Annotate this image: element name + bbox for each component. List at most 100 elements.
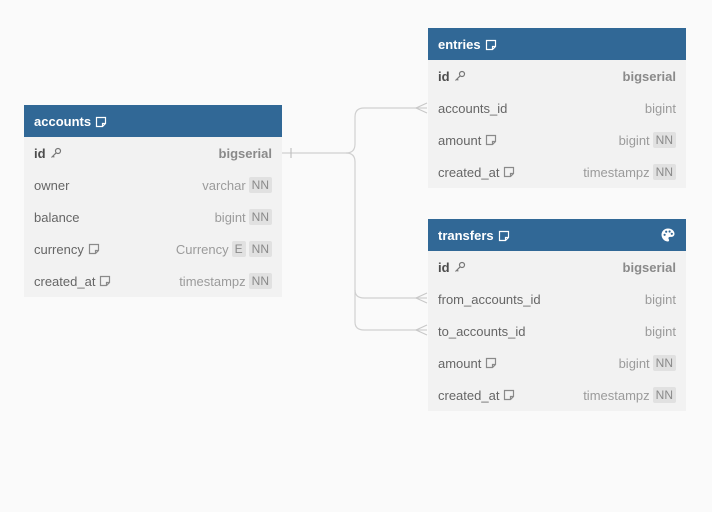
not-null-badge: NN bbox=[652, 132, 676, 148]
column-name-text: to_accounts_id bbox=[438, 323, 526, 339]
enum-badge: E bbox=[231, 241, 246, 257]
column-name: created_at bbox=[34, 274, 111, 289]
column-name-text: balance bbox=[34, 209, 80, 225]
not-null-badge: NN bbox=[652, 355, 676, 371]
column-type-text: bigint bbox=[644, 323, 676, 339]
column-row-accounts-id[interactable]: accounts_id bigint bbox=[428, 92, 686, 124]
note-icon[interactable] bbox=[99, 275, 111, 287]
note-icon[interactable] bbox=[503, 389, 515, 401]
column-type-text: Currency bbox=[175, 241, 229, 257]
not-null-badge: NN bbox=[248, 209, 272, 225]
column-row-id[interactable]: id bigserial bbox=[24, 137, 282, 169]
column-type-text: bigint bbox=[618, 132, 650, 148]
column-type-text: timestampz bbox=[179, 273, 246, 289]
table-title: accounts bbox=[34, 113, 92, 129]
table-header-transfers[interactable]: transfers bbox=[428, 219, 686, 251]
column-type: bigserial bbox=[219, 146, 272, 161]
column-type: bigserial bbox=[623, 69, 676, 84]
table-title: transfers bbox=[438, 227, 494, 243]
not-null-badge: NN bbox=[652, 387, 676, 403]
table-header-accounts[interactable]: accounts bbox=[24, 105, 282, 137]
column-type-text: bigint bbox=[644, 100, 676, 116]
column-name: accounts_id bbox=[438, 101, 507, 116]
column-type-text: varchar bbox=[202, 177, 246, 193]
column-type-text: bigint bbox=[618, 355, 650, 371]
note-icon[interactable] bbox=[498, 228, 510, 243]
column-type-text: bigserial bbox=[622, 68, 676, 84]
column-name: currency bbox=[34, 242, 100, 257]
connector-many-marker-transfers-from bbox=[415, 292, 428, 304]
column-name-text: currency bbox=[34, 241, 84, 257]
note-icon[interactable] bbox=[88, 243, 100, 255]
column-name-text: id bbox=[438, 68, 450, 84]
column-row-id[interactable]: id bigserial bbox=[428, 251, 686, 283]
not-null-badge: NN bbox=[248, 177, 272, 193]
column-name-text: accounts_id bbox=[438, 100, 508, 116]
table-header-entries[interactable]: entries bbox=[428, 28, 686, 60]
column-type-text: bigserial bbox=[218, 145, 272, 161]
connector-accounts-transfers-to bbox=[354, 290, 427, 331]
not-null-badge: NN bbox=[248, 241, 272, 257]
column-type: bigint bbox=[645, 292, 676, 307]
column-type: bigint bbox=[645, 324, 676, 339]
column-name: from_accounts_id bbox=[438, 292, 541, 307]
column-type: bigserial bbox=[623, 260, 676, 275]
column-name: id bbox=[438, 69, 466, 84]
column-name-text: from_accounts_id bbox=[438, 291, 541, 307]
column-name-text: created_at bbox=[34, 273, 96, 289]
note-icon[interactable] bbox=[95, 114, 107, 129]
palette-icon[interactable] bbox=[660, 227, 676, 243]
column-row-to-accounts-id[interactable]: to_accounts_id bigint bbox=[428, 315, 686, 347]
column-name: id bbox=[34, 146, 62, 161]
note-icon[interactable] bbox=[503, 166, 515, 178]
column-name-text: id bbox=[438, 259, 450, 275]
column-type-text: bigint bbox=[214, 209, 246, 225]
not-null-badge: NN bbox=[248, 273, 272, 289]
column-type-text: bigserial bbox=[622, 259, 676, 275]
connector-many-marker-entries bbox=[415, 102, 428, 114]
column-name-text: owner bbox=[34, 177, 70, 193]
column-name-text: amount bbox=[438, 355, 482, 371]
column-name-text: id bbox=[34, 145, 46, 161]
column-row-id[interactable]: id bigserial bbox=[428, 60, 686, 92]
connector-many-marker-transfers-to bbox=[415, 324, 428, 336]
note-icon[interactable] bbox=[485, 357, 497, 369]
column-type-text: timestampz bbox=[583, 164, 650, 180]
column-name: amount bbox=[438, 356, 497, 371]
column-name: balance bbox=[34, 210, 80, 225]
column-name: id bbox=[438, 260, 466, 275]
note-icon[interactable] bbox=[485, 134, 497, 146]
column-name: owner bbox=[34, 178, 69, 193]
connector-accounts-transfers-from bbox=[345, 152, 427, 299]
column-type-text: timestampz bbox=[583, 387, 650, 403]
table-title: entries bbox=[438, 36, 481, 52]
connector-accounts-entries bbox=[282, 107, 427, 154]
column-type: bigint bbox=[645, 101, 676, 116]
column-name: created_at bbox=[438, 388, 515, 403]
column-name: created_at bbox=[438, 165, 515, 180]
column-row-from-accounts-id[interactable]: from_accounts_id bigint bbox=[428, 283, 686, 315]
column-name: to_accounts_id bbox=[438, 324, 525, 339]
column-name-text: created_at bbox=[438, 164, 500, 180]
note-icon[interactable] bbox=[485, 37, 497, 52]
